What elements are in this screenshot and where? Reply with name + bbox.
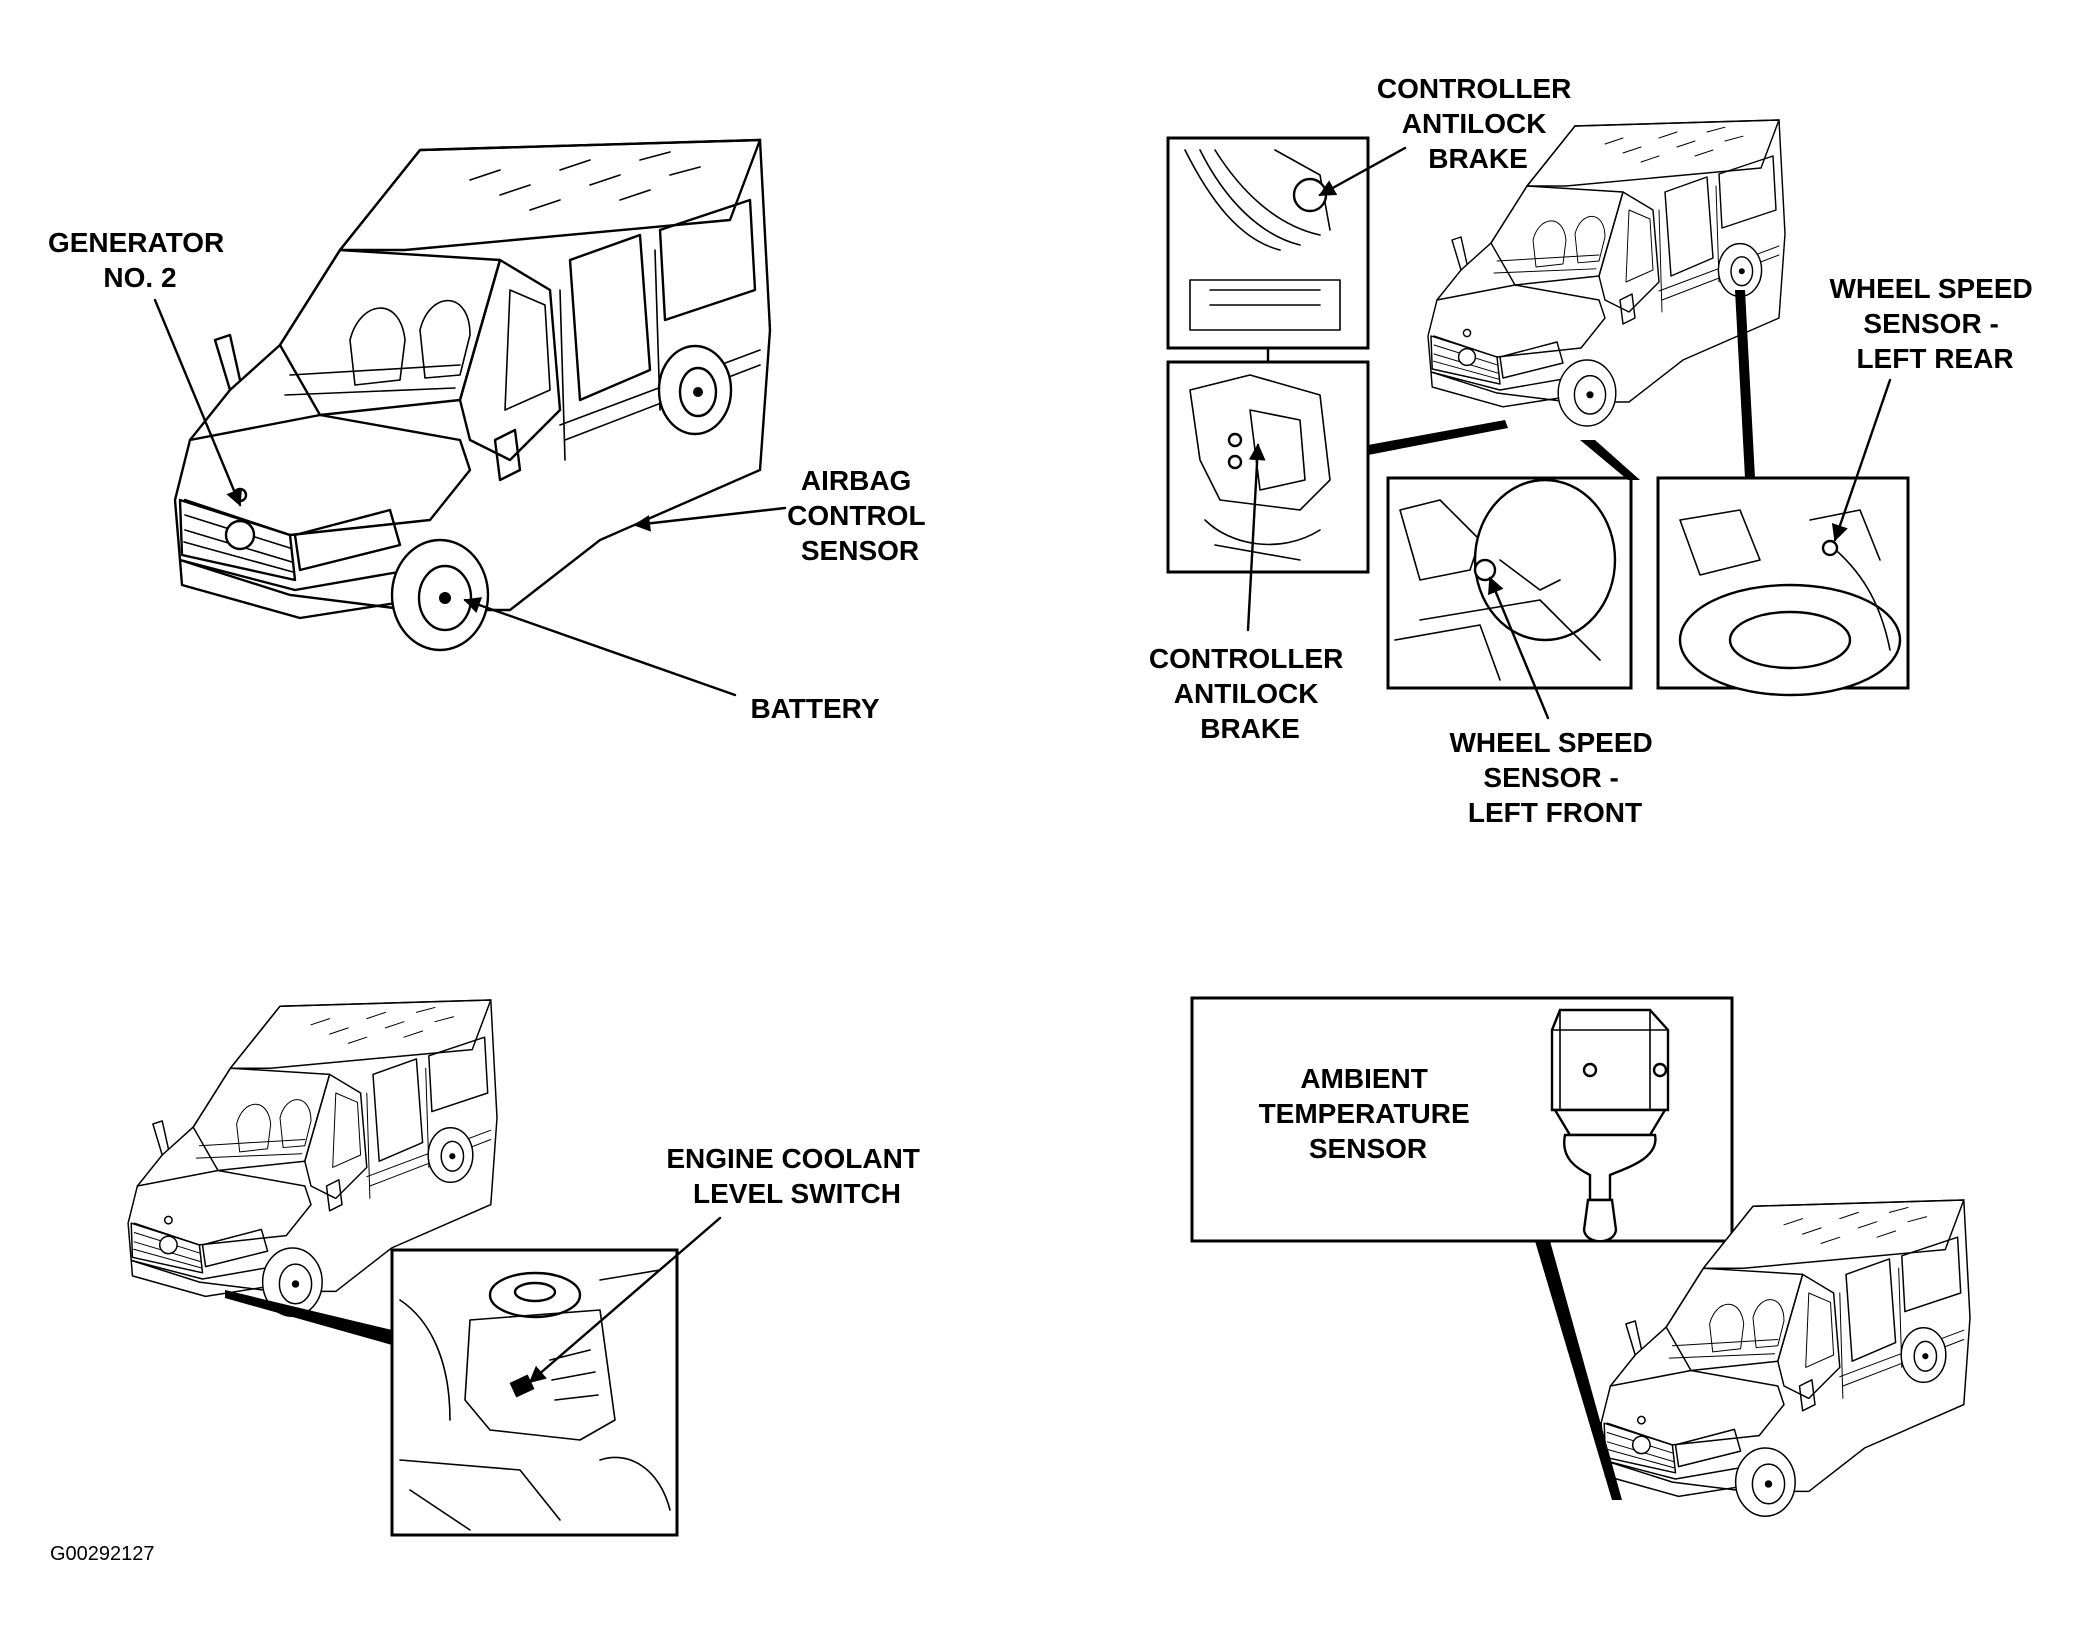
inset-pointer-abs (1368, 420, 1508, 455)
airbag-leader (633, 506, 787, 532)
controller-leader-top (1318, 146, 1407, 197)
inset-pointer-ambient (1535, 1241, 1622, 1500)
controller-leader-bottom (1246, 443, 1266, 632)
figure-id: G00292127 (50, 1543, 155, 1565)
panel-bottom-right: AMBIENT TEMPERATURE SENSOR (1190, 996, 1971, 1517)
coolant-label: ENGINE COOLANT LEVEL SWITCH (666, 1143, 927, 1209)
controller-label-top: CONTROLLER ANTILOCK BRAKE (1377, 73, 1579, 174)
panel-top-left: GENERATOR NO. 2 AIRBAG CONTROL SENSOR BA… (48, 138, 933, 724)
generator-leader (153, 298, 242, 507)
ambient-label: AMBIENT TEMPERATURE SENSOR (1259, 1063, 1478, 1164)
van-illustration-ambient (1600, 1199, 1971, 1517)
battery-leader (463, 597, 737, 697)
inset-pointer-coolant (225, 1290, 392, 1345)
wheel-speed-rear-leader (1831, 378, 1892, 542)
panel-top-right: CONTROLLER ANTILOCK BRAKE CONTROLLER ANT… (1149, 73, 2040, 828)
panel-bottom-left: ENGINE COOLANT LEVEL SWITCH (127, 999, 927, 1537)
inset-controller-upper (1166, 136, 1370, 350)
wheel-speed-front-leader (1488, 576, 1550, 720)
battery-label: BATTERY (750, 693, 879, 724)
van-illustration-large (173, 138, 772, 652)
wheel-speed-front-label: WHEEL SPEED SENSOR - LEFT FRONT (1449, 727, 1660, 828)
generator-label: GENERATOR NO. 2 (48, 227, 232, 293)
airbag-label: AIRBAG CONTROL SENSOR (787, 465, 933, 566)
controller-label-bottom: CONTROLLER ANTILOCK BRAKE (1149, 643, 1351, 744)
coolant-leader (528, 1216, 722, 1384)
wheel-speed-rear-label: WHEEL SPEED SENSOR - LEFT REAR (1829, 273, 2040, 374)
inset-pointer-front (1580, 440, 1640, 480)
inset-controller-lower (1166, 360, 1370, 574)
inset-pointer-rear (1735, 290, 1755, 478)
